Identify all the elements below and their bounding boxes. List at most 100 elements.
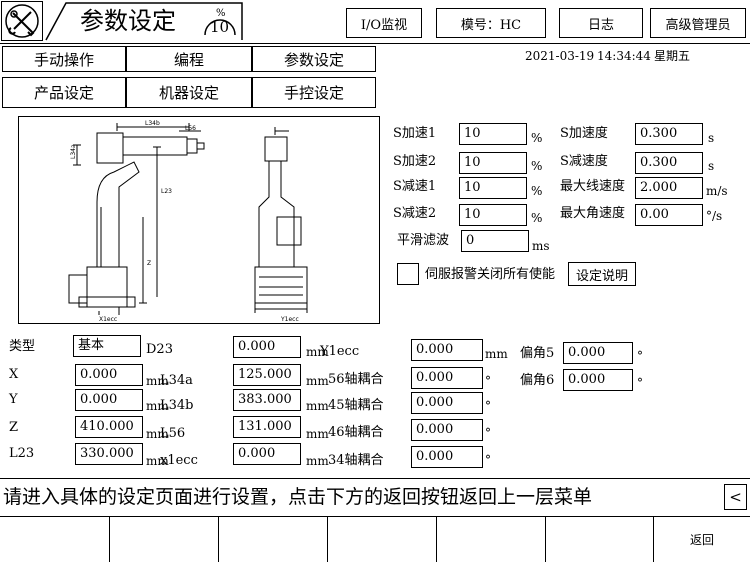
footer-button-3[interactable]: [219, 516, 328, 562]
time-display: 14:34:44: [597, 49, 651, 63]
tab-params[interactable]: 参数设定: [252, 46, 376, 72]
z-unit: mm: [146, 427, 169, 441]
tab-handheld[interactable]: 手控设定: [252, 77, 376, 108]
date-display: 2021-03-19: [525, 49, 595, 63]
speed-value: 10: [210, 18, 230, 36]
speed-gauge[interactable]: % 10: [202, 7, 238, 37]
l34a-unit: mm: [306, 374, 329, 388]
deflection-6-unit: °: [637, 376, 643, 390]
footer-button-2[interactable]: [110, 516, 219, 562]
max-line-speed-label: 最大线速度: [560, 179, 626, 194]
model-button[interactable]: 模号：HC: [436, 8, 546, 38]
max-line-speed-unit: m/s: [706, 184, 728, 198]
s-accel2-input[interactable]: 10: [459, 152, 527, 174]
s-accel1-unit: %: [531, 131, 543, 145]
gauge-icon: [204, 19, 236, 36]
tab-machine[interactable]: 机器设定: [126, 77, 252, 108]
s-accel2-unit: %: [531, 159, 543, 173]
l56-input[interactable]: 131.000: [233, 416, 301, 438]
log-button[interactable]: 日志: [559, 8, 643, 38]
s-accel-speed-input[interactable]: 0.300: [635, 123, 703, 145]
coupling-45-label: 45轴耦合: [328, 398, 384, 413]
s-accel-speed-label: S加速度: [560, 126, 608, 141]
coupling-46-label: 46轴耦合: [328, 425, 384, 440]
coupling-45-unit: °: [485, 399, 491, 413]
y1ecc-input[interactable]: 0.000: [411, 339, 483, 361]
back-button[interactable]: 返回: [654, 516, 750, 562]
deflection-6-input[interactable]: 0.000: [563, 369, 633, 391]
l23-unit: mm: [146, 454, 169, 468]
settings-explain-button[interactable]: 设定说明: [568, 262, 636, 286]
max-angle-speed-label: 最大角速度: [560, 206, 626, 221]
status-message: 请进入具体的设定页面进行设置，点击下方的返回按钮返回上一层菜单: [3, 486, 593, 508]
footer-button-6[interactable]: [546, 516, 654, 562]
s-decel-speed-unit: s: [708, 159, 715, 173]
weekday-display: 星期五: [654, 49, 691, 63]
status-scroll-button[interactable]: <: [724, 484, 747, 510]
dim-label-x1ecc: X1ecc: [99, 316, 117, 323]
s-accel2-label: S加速2: [393, 154, 437, 169]
x1ecc-input[interactable]: 0.000: [233, 443, 301, 465]
status-top-divider: [0, 478, 750, 479]
title-frame: [45, 2, 243, 41]
tab-manual[interactable]: 手动操作: [2, 46, 126, 72]
coupling-46-unit: °: [485, 426, 491, 440]
type-input[interactable]: 基本: [73, 335, 141, 357]
dim-label-y1ecc: Y1ecc: [280, 316, 299, 323]
deflection-5-label: 偏角5: [520, 346, 555, 361]
s-accel1-input[interactable]: 10: [459, 123, 527, 145]
tools-icon[interactable]: [1, 1, 43, 41]
coupling-56-unit: °: [485, 374, 491, 388]
servo-alarm-label: 伺服报警关闭所有使能: [425, 267, 556, 282]
d23-unit: mm: [306, 345, 329, 359]
smooth-filter-input[interactable]: 0: [461, 230, 529, 252]
max-angle-speed-input[interactable]: 0.00: [635, 204, 703, 226]
l23-input[interactable]: 330.000: [75, 443, 143, 465]
deflection-5-input[interactable]: 0.000: [563, 342, 633, 364]
y1ecc-unit: mm: [485, 347, 508, 361]
d23-input[interactable]: 0.000: [233, 336, 301, 358]
y-input[interactable]: 0.000: [75, 389, 143, 411]
deflection-6-label: 偏角6: [520, 373, 555, 388]
l56-label: L56: [160, 426, 186, 441]
s-decel-speed-label: S减速度: [560, 154, 608, 169]
s-decel2-unit: %: [531, 211, 543, 225]
smooth-filter-unit: ms: [532, 239, 550, 253]
tab-product[interactable]: 产品设定: [2, 77, 126, 108]
y-unit: mm: [146, 399, 169, 413]
max-line-speed-input[interactable]: 2.000: [635, 177, 703, 199]
l34b-input[interactable]: 383.000: [233, 389, 301, 411]
s-decel1-input[interactable]: 10: [459, 177, 527, 199]
y1ecc-label: Y1ecc: [320, 344, 360, 359]
page-title: 参数设定: [80, 7, 176, 35]
smooth-filter-label: 平滑滤波: [397, 233, 450, 248]
x-input[interactable]: 0.000: [75, 364, 143, 386]
l34a-label: L34a: [160, 373, 193, 388]
max-angle-speed-unit: °/s: [706, 209, 723, 223]
coupling-45-input[interactable]: 0.000: [411, 392, 483, 414]
deflection-5-unit: °: [637, 349, 643, 363]
s-decel-speed-input[interactable]: 0.300: [635, 152, 703, 174]
s-decel2-label: S减速2: [393, 206, 437, 221]
coupling-46-input[interactable]: 0.000: [411, 419, 483, 441]
z-input[interactable]: 410.000: [75, 416, 143, 438]
coupling-34-label: 34轴耦合: [328, 453, 384, 468]
footer-button-1[interactable]: [0, 516, 110, 562]
s-accel-speed-unit: s: [708, 131, 715, 145]
io-monitor-button[interactable]: I/O监视: [346, 8, 422, 38]
dim-label-l23: L23: [161, 188, 172, 195]
l34a-input[interactable]: 125.000: [233, 364, 301, 386]
x1ecc-label: x1ecc: [160, 453, 198, 468]
user-button[interactable]: 高级管理员: [650, 8, 746, 38]
servo-alarm-checkbox[interactable]: [397, 263, 419, 285]
robot-diagram: L34b L56 L34a L23 Z X1ecc Y1ecc: [18, 116, 380, 324]
coupling-56-input[interactable]: 0.000: [411, 367, 483, 389]
coupling-34-input[interactable]: 0.000: [411, 446, 483, 468]
dim-label-z: Z: [147, 260, 151, 267]
l23-label: L23: [9, 446, 35, 461]
footer-button-5[interactable]: [437, 516, 546, 562]
s-decel2-input[interactable]: 10: [459, 204, 527, 226]
tab-program[interactable]: 编程: [126, 46, 252, 72]
s-decel1-unit: %: [531, 184, 543, 198]
footer-button-4[interactable]: [328, 516, 437, 562]
